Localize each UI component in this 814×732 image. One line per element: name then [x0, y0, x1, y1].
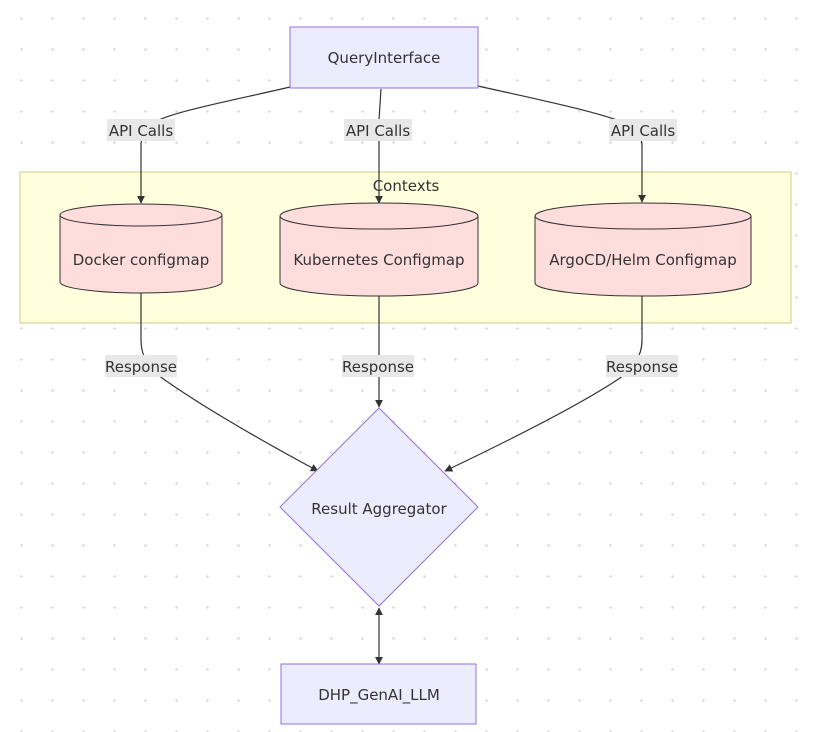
- node-argocd-helm-configmap[interactable]: ArgoCD/Helm Configmap: [534, 202, 752, 297]
- edge-label-response-2: Response: [342, 355, 414, 377]
- edge-label-response-1: Response: [105, 355, 177, 377]
- node-query-interface-label: QueryInterface: [328, 49, 441, 67]
- node-query-interface[interactable]: QueryInterface: [289, 26, 479, 89]
- svg-text:API Calls: API Calls: [346, 122, 410, 140]
- node-kubernetes-configmap-label: Kubernetes Configmap: [293, 251, 464, 269]
- node-dhp-genai-llm-label: DHP_GenAI_LLM: [318, 686, 440, 705]
- node-argocd-helm-configmap-label: ArgoCD/Helm Configmap: [549, 251, 736, 269]
- edge-label-api-calls-2: API Calls: [344, 119, 412, 141]
- node-docker-configmap[interactable]: Docker configmap: [59, 203, 223, 294]
- svg-text:Response: Response: [606, 358, 678, 376]
- node-result-aggregator[interactable]: Result Aggregator: [279, 407, 479, 607]
- node-docker-configmap-label: Docker configmap: [73, 251, 210, 269]
- svg-text:Response: Response: [105, 358, 177, 376]
- edge-label-api-calls-3: API Calls: [609, 119, 677, 141]
- svg-text:API Calls: API Calls: [611, 122, 675, 140]
- edge-argocd-to-aggregator: [444, 296, 643, 472]
- contexts-cluster-title: Contexts: [373, 177, 440, 195]
- svg-text:Response: Response: [342, 358, 414, 376]
- svg-text:API Calls: API Calls: [109, 122, 173, 140]
- edge-docker-to-aggregator: [140, 291, 319, 472]
- edge-label-response-3: Response: [606, 355, 678, 377]
- node-kubernetes-configmap[interactable]: Kubernetes Configmap: [279, 202, 479, 297]
- node-result-aggregator-label: Result Aggregator: [311, 500, 447, 518]
- edge-label-api-calls-1: API Calls: [107, 119, 175, 141]
- node-dhp-genai-llm[interactable]: DHP_GenAI_LLM: [280, 663, 477, 725]
